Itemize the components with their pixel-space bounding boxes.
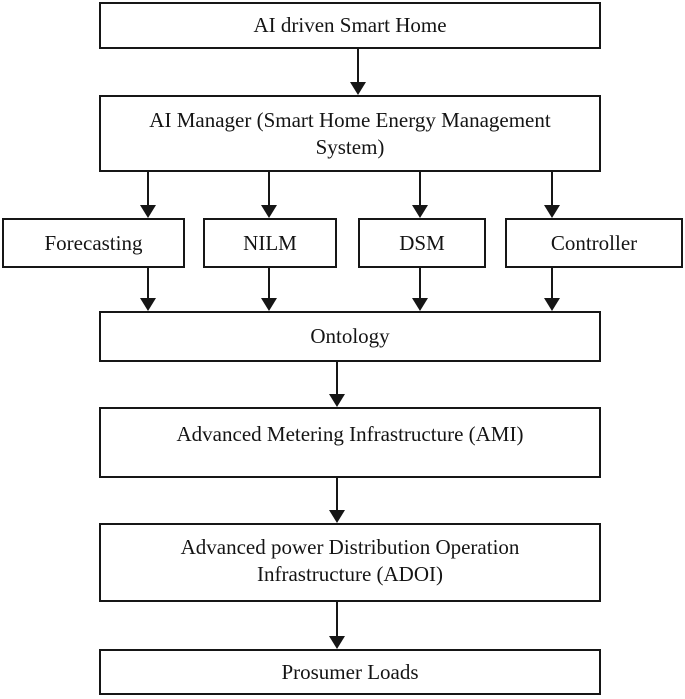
node-label: NILM	[243, 230, 297, 255]
node-controller: Controller	[505, 218, 683, 268]
arrow-head-icon	[412, 205, 428, 218]
node-label: Advanced Metering Infrastructure (AMI)	[176, 422, 524, 447]
node-dsm: DSM	[358, 218, 486, 268]
arrow-shaft	[551, 268, 553, 302]
node-forecasting: Forecasting	[2, 218, 185, 268]
arrow-ai-manager-to-nilm	[261, 172, 277, 218]
arrow-head-icon	[329, 394, 345, 407]
arrow-adoi-to-prosumer-loads	[329, 602, 345, 649]
arrow-dsm-to-ontology	[412, 268, 428, 311]
arrow-ai-manager-to-dsm	[412, 172, 428, 218]
node-prosumer-loads: Prosumer Loads	[99, 649, 601, 695]
arrow-shaft	[147, 268, 149, 302]
arrow-shaft	[551, 172, 553, 209]
node-ami: Advanced Metering Infrastructure (AMI)	[99, 407, 601, 478]
arrow-head-icon	[544, 298, 560, 311]
node-adoi: Advanced power Distribution Operation In…	[99, 523, 601, 602]
node-label: AI Manager (Smart Home Energy Management…	[149, 107, 551, 159]
arrow-shaft	[336, 362, 338, 398]
arrow-shaft	[419, 172, 421, 209]
node-label: Prosumer Loads	[281, 659, 419, 684]
node-ai-driven-smart-home: AI driven Smart Home	[99, 2, 601, 49]
arrow-shaft	[268, 172, 270, 209]
node-ontology: Ontology	[99, 311, 601, 362]
node-label: DSM	[399, 230, 445, 255]
arrow-forecasting-to-ontology	[140, 268, 156, 311]
arrow-shaft	[357, 49, 359, 86]
arrow-shaft	[419, 268, 421, 302]
arrow-shaft	[336, 602, 338, 640]
node-nilm: NILM	[203, 218, 337, 268]
arrow-head-icon	[261, 205, 277, 218]
arrow-shaft	[147, 172, 149, 209]
arrow-ai-manager-to-controller	[544, 172, 560, 218]
arrow-ai-manager-to-forecasting	[140, 172, 156, 218]
arrow-nilm-to-ontology	[261, 268, 277, 311]
node-label: Ontology	[310, 324, 390, 349]
node-label: Controller	[550, 230, 638, 255]
node-ai-manager: AI Manager (Smart Home Energy Management…	[99, 95, 601, 172]
arrow-head-icon	[544, 205, 560, 218]
arrow-shaft	[268, 268, 270, 302]
node-label: Forecasting	[44, 230, 143, 255]
node-label: Advanced power Distribution Operation In…	[180, 534, 520, 586]
node-label: AI driven Smart Home	[253, 13, 447, 38]
arrow-head-icon	[412, 298, 428, 311]
arrow-head-icon	[140, 205, 156, 218]
arrow-head-icon	[261, 298, 277, 311]
arrow-head-icon	[329, 510, 345, 523]
arrow-head-icon	[140, 298, 156, 311]
arrow-head-icon	[350, 82, 366, 95]
arrow-controller-to-ontology	[544, 268, 560, 311]
arrow-ontology-to-ami	[329, 362, 345, 407]
arrow-ami-to-adoi	[329, 478, 345, 523]
arrow-head-icon	[329, 636, 345, 649]
arrow-smart-home-to-ai-manager	[350, 49, 366, 95]
arrow-shaft	[336, 478, 338, 514]
